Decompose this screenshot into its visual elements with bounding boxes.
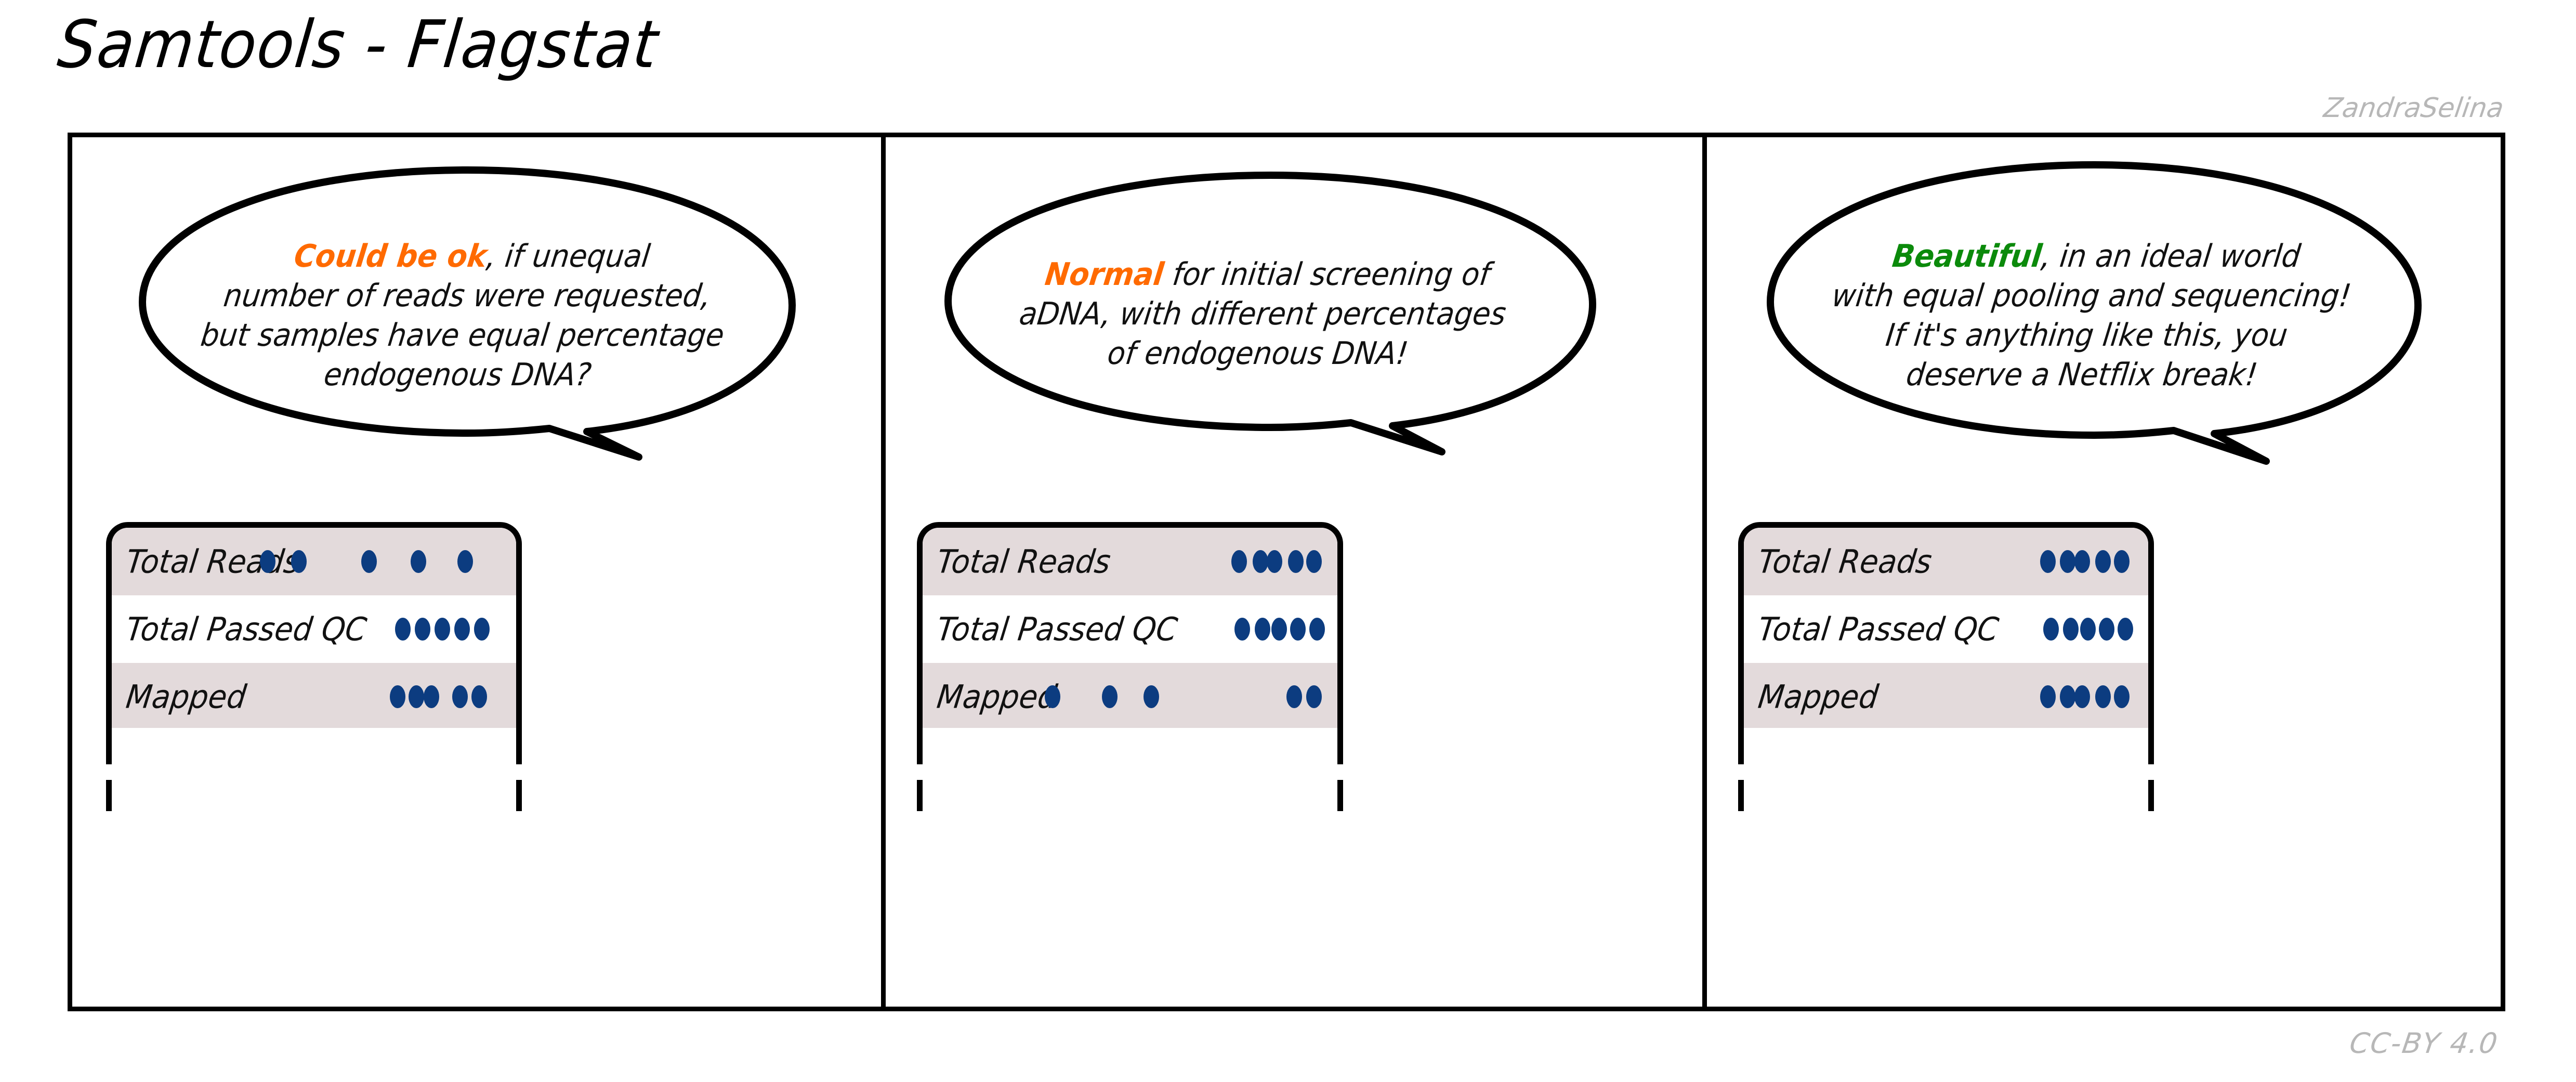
row-dots	[1744, 528, 2148, 595]
row-dots	[112, 528, 516, 595]
author-signature: ZandraSelina	[2321, 93, 2506, 124]
table-continuation-dash	[1738, 728, 1744, 764]
comic-panel-3: Beautiful, in an ideal world with equal …	[1707, 137, 2505, 1007]
table-continuation-dash	[2148, 780, 2154, 811]
license-label: CC-BY 4.0	[2347, 1027, 2501, 1060]
table-continuation-dash	[1337, 780, 1343, 811]
speech-bubble-2-shape	[944, 172, 1596, 455]
row-dots	[112, 595, 516, 663]
table-row[interactable]: Mapped	[1744, 663, 2148, 728]
table-continuation-dash	[106, 780, 112, 811]
flagstat-table-2-box: Total Reads Total Passed QC	[917, 522, 1343, 728]
speech-bubble-2: Normal for initial screening of aDNA, wi…	[925, 171, 1616, 455]
speech-bubble-3: Beautiful, in an ideal world with equal …	[1749, 161, 2440, 465]
bubble-2-highlight: Normal	[1043, 256, 1166, 293]
speech-bubble-1-text: Could be ok, if unequal number of reads …	[189, 197, 745, 395]
row-dots	[1744, 595, 2148, 663]
table-row[interactable]: Total Reads	[112, 528, 516, 595]
table-continuation-dash	[516, 728, 522, 764]
row-dots	[112, 663, 516, 728]
table-row[interactable]: Total Reads	[1744, 528, 2148, 595]
table-row[interactable]: Total Passed QC	[112, 595, 516, 663]
speech-bubble-3-shape	[1767, 161, 2422, 465]
table-row[interactable]: Mapped	[112, 663, 516, 728]
table-continuation-dash	[917, 780, 923, 811]
table-continuation-dash	[1337, 728, 1343, 764]
flagstat-table-1-box: Total Reads Total Passed QC	[106, 522, 522, 728]
bubble-1-highlight: Could be ok	[292, 238, 489, 275]
table-continuation-dash	[516, 780, 522, 811]
speech-bubble-3-text: Beautiful, in an ideal world with equal …	[1811, 197, 2372, 395]
table-continuation-dash	[2148, 728, 2154, 764]
comic-panel-2: Normal for initial screening of aDNA, wi…	[886, 137, 1702, 1007]
row-dots	[1744, 663, 2148, 728]
flagstat-table-3-box: Total Reads Total Passed QC	[1738, 522, 2154, 728]
table-row[interactable]: Total Reads	[923, 528, 1337, 595]
speech-bubble-1-shape	[139, 166, 796, 461]
speech-bubble-1: Could be ok, if unequal number of reads …	[119, 166, 816, 461]
table-row[interactable]: Total Passed QC	[923, 595, 1337, 663]
row-dots	[923, 595, 1337, 663]
panel-divider-2	[1702, 137, 1707, 1007]
panel-divider-1	[881, 137, 886, 1007]
table-row[interactable]: Total Passed QC	[1744, 595, 2148, 663]
table-continuation-dash	[106, 728, 112, 764]
table-row[interactable]: Mapped	[923, 663, 1337, 728]
table-continuation-dash	[1738, 780, 1744, 811]
comic-panel-1: Could be ok, if unequal number of reads …	[72, 137, 881, 1007]
comic-frame: Could be ok, if unequal number of reads …	[68, 133, 2505, 1011]
bubble-3-highlight: Beautiful	[1890, 238, 2044, 275]
row-dots	[923, 663, 1337, 728]
page-title: Samtools - Flagstat	[54, 6, 662, 83]
table-continuation-dash	[917, 728, 923, 764]
speech-bubble-2-text: Normal for initial screening of aDNA, wi…	[992, 215, 1538, 373]
row-dots	[923, 528, 1337, 595]
